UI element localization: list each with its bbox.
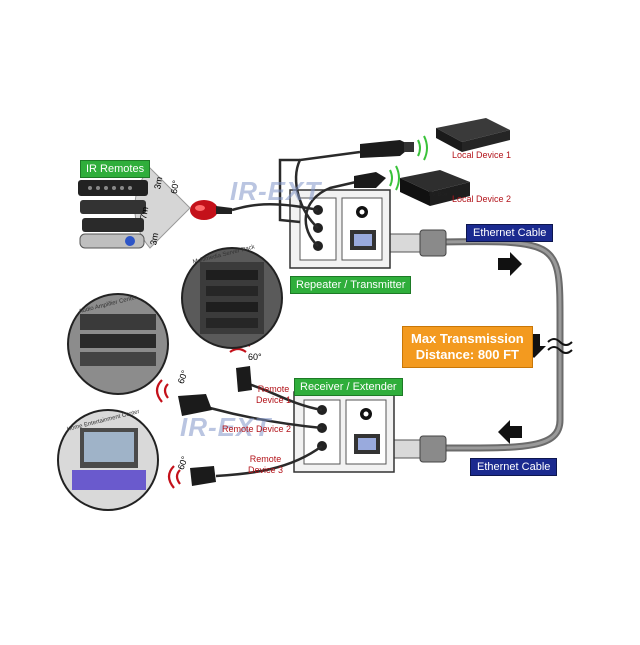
signal-wave-icon — [389, 165, 400, 191]
ir-emitter-icon — [178, 394, 212, 416]
ethernet-loop — [378, 229, 564, 463]
receiver-extender-label: Receiver / Extender — [294, 378, 403, 396]
ir-emitter-icon — [360, 140, 414, 158]
receiver-unit — [293, 391, 395, 473]
ir-remotes-label: IR Remotes — [80, 160, 151, 178]
ir-receiver-icon — [190, 200, 232, 220]
rj45-plug-top — [378, 229, 447, 257]
dist-3m-bottom: 3m — [148, 231, 161, 247]
max-transmission-line1: Max Transmission — [411, 331, 524, 346]
wave-approx-icon — [547, 338, 573, 354]
rj45-plug-bottom — [378, 435, 447, 463]
watermark-text: IR-EXT — [230, 176, 322, 206]
receiver-cables — [209, 382, 323, 478]
dist-3m-top: 3m — [152, 175, 165, 191]
dist-7m: 7m — [138, 205, 151, 221]
local-device-1 — [436, 118, 510, 152]
ir-emitter-icon — [190, 466, 216, 486]
remote-control-icon — [78, 180, 148, 249]
remote-device-1-label: Remote Device 1 — [256, 384, 292, 405]
signal-wave-icon — [167, 465, 181, 489]
ir-emitter-icon — [236, 366, 252, 392]
local-device-1-label: Local Device 1 — [452, 150, 512, 160]
transmitter-cables — [231, 150, 361, 247]
cabinet-photo-icon — [181, 247, 283, 349]
angle-mid: 60° — [248, 352, 262, 362]
tv-box-label: TV Box — [428, 192, 448, 198]
remote-device-2-label: Remote Device 2 — [222, 424, 292, 434]
ir-emitter-icon — [354, 172, 386, 188]
cabinet-photo-icon — [57, 409, 159, 511]
cabinet-photo-icon — [67, 293, 169, 395]
max-transmission-line2: Distance: 800 FT — [415, 347, 520, 362]
arrow-left-icon — [498, 420, 522, 444]
watermark-text: IR-EXT — [180, 412, 272, 442]
local-device-2 — [400, 170, 470, 206]
local-device-2-label: Local Device 2 — [452, 194, 512, 204]
ethernet-cable-bottom-label: Ethernet Cable — [470, 458, 558, 476]
arrow-right-icon — [498, 252, 522, 276]
repeater-transmitter-label: Repeater / Transmitter — [290, 276, 412, 294]
signal-wave-icon — [155, 379, 169, 403]
signal-wave-icon — [417, 135, 428, 161]
max-transmission-badge: Max Transmission Distance: 800 FT — [402, 326, 533, 368]
ethernet-cable-top-label: Ethernet Cable — [466, 224, 554, 242]
remote-device-3-label: Remote Device 3 — [248, 454, 284, 475]
